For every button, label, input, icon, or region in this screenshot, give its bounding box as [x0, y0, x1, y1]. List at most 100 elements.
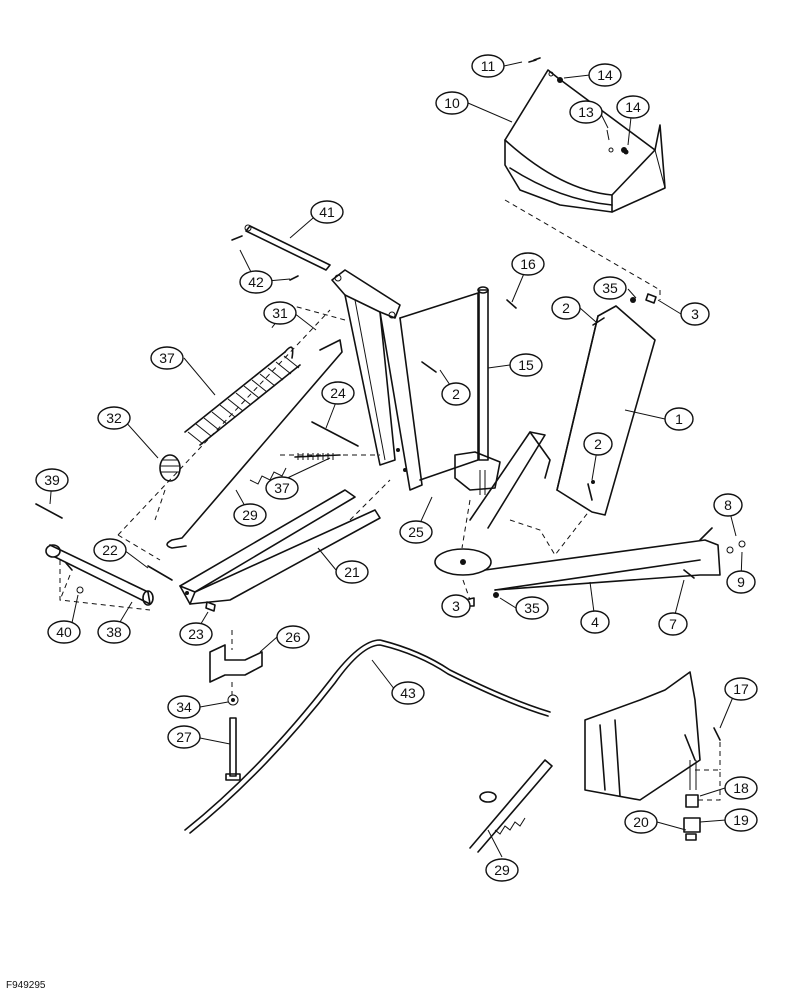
svg-text:17: 17: [733, 681, 749, 697]
svg-text:3: 3: [452, 598, 460, 614]
callout: 39: [35, 468, 69, 492]
callout: 32: [97, 406, 131, 430]
callout: 34: [167, 695, 201, 719]
callout: 31: [263, 301, 297, 325]
hardware-35-3: [421, 293, 657, 501]
roller-part-32: [159, 454, 181, 482]
arm-disc-assembly: [434, 431, 721, 591]
svg-text:20: 20: [633, 814, 649, 830]
callout: 21: [335, 560, 369, 584]
callout: 8: [713, 493, 743, 517]
figure-code: F949295: [6, 980, 46, 991]
callout: 10: [435, 91, 469, 115]
side-plate-part-1: [556, 305, 656, 516]
svg-text:32: 32: [106, 410, 122, 426]
callout: 20: [624, 810, 658, 834]
bolts: [35, 421, 359, 612]
callout: 35: [515, 596, 549, 620]
svg-text:14: 14: [597, 67, 613, 83]
callout: 14: [588, 63, 622, 87]
svg-text:1: 1: [675, 411, 683, 427]
callout: 3: [441, 594, 471, 618]
cable-part-43: [184, 639, 551, 834]
inset-bracket: [584, 671, 721, 841]
svg-text:34: 34: [176, 699, 192, 715]
svg-text:2: 2: [452, 386, 460, 402]
frame-bar-part-21: [179, 489, 381, 605]
svg-text:10: 10: [444, 95, 460, 111]
callout: 38: [97, 620, 131, 644]
svg-text:18: 18: [733, 780, 749, 796]
ratchet-part-29-lower: [469, 759, 553, 853]
callout: 35: [593, 276, 627, 300]
callout: 15: [509, 353, 543, 377]
callout-leaders: [49, 61, 743, 858]
hood-hardware: [528, 57, 627, 153]
svg-text:41: 41: [319, 204, 335, 220]
small-spring-part-37: [294, 453, 341, 460]
svg-text:31: 31: [272, 305, 288, 321]
callouts: 11 14 10 13 14 41 16 42 35 2 3 31 2 15 3…: [35, 54, 758, 882]
callout: 16: [511, 252, 545, 276]
svg-text:43: 43: [400, 685, 416, 701]
callout: 2: [551, 296, 581, 320]
callout: 23: [179, 622, 213, 646]
callout: 11: [471, 54, 505, 78]
svg-text:42: 42: [248, 274, 264, 290]
callout: 17: [724, 677, 758, 701]
svg-text:27: 27: [176, 729, 192, 745]
svg-text:16: 16: [520, 256, 536, 272]
svg-text:25: 25: [408, 524, 424, 540]
callout: 13: [569, 100, 603, 124]
callout: 41: [310, 200, 344, 224]
svg-text:9: 9: [737, 574, 745, 590]
svg-text:35: 35: [524, 600, 540, 616]
svg-text:37: 37: [159, 350, 175, 366]
svg-text:23: 23: [188, 626, 204, 642]
svg-text:2: 2: [562, 300, 570, 316]
callout: 37: [150, 346, 184, 370]
callout: 22: [93, 538, 127, 562]
svg-text:13: 13: [578, 104, 594, 120]
callout: 19: [724, 808, 758, 832]
callout: 9: [726, 570, 756, 594]
svg-text:14: 14: [625, 99, 641, 115]
callout: 4: [580, 610, 610, 634]
svg-text:2: 2: [594, 436, 602, 452]
svg-text:22: 22: [102, 542, 118, 558]
svg-text:37: 37: [274, 480, 290, 496]
svg-text:40: 40: [56, 624, 72, 640]
callout: 29: [485, 858, 519, 882]
post-part-15: [454, 286, 517, 495]
callout: 37: [265, 476, 299, 500]
callout: 14: [616, 95, 650, 119]
svg-text:8: 8: [724, 497, 732, 513]
callout: 2: [583, 432, 613, 456]
callout: 40: [47, 620, 81, 644]
callout: 2: [441, 382, 471, 406]
callout: 24: [321, 381, 355, 405]
svg-text:11: 11: [481, 58, 496, 74]
svg-text:4: 4: [591, 614, 599, 630]
svg-text:38: 38: [106, 624, 122, 640]
svg-text:7: 7: [669, 616, 677, 632]
svg-text:15: 15: [518, 357, 534, 373]
pin-part-41: [231, 224, 331, 281]
callout: 29: [233, 503, 267, 527]
svg-text:29: 29: [242, 507, 258, 523]
svg-text:26: 26: [285, 629, 301, 645]
callout: 1: [664, 407, 694, 431]
upright-bracket: [331, 269, 479, 491]
svg-text:24: 24: [330, 385, 346, 401]
svg-text:3: 3: [691, 306, 699, 322]
spring-part-37: [184, 346, 301, 446]
callout: 25: [399, 520, 433, 544]
callout: 3: [680, 302, 710, 326]
callout: 18: [724, 776, 758, 800]
callout: 26: [276, 625, 310, 649]
callout: 27: [167, 725, 201, 749]
svg-text:19: 19: [733, 812, 749, 828]
svg-text:29: 29: [494, 862, 510, 878]
